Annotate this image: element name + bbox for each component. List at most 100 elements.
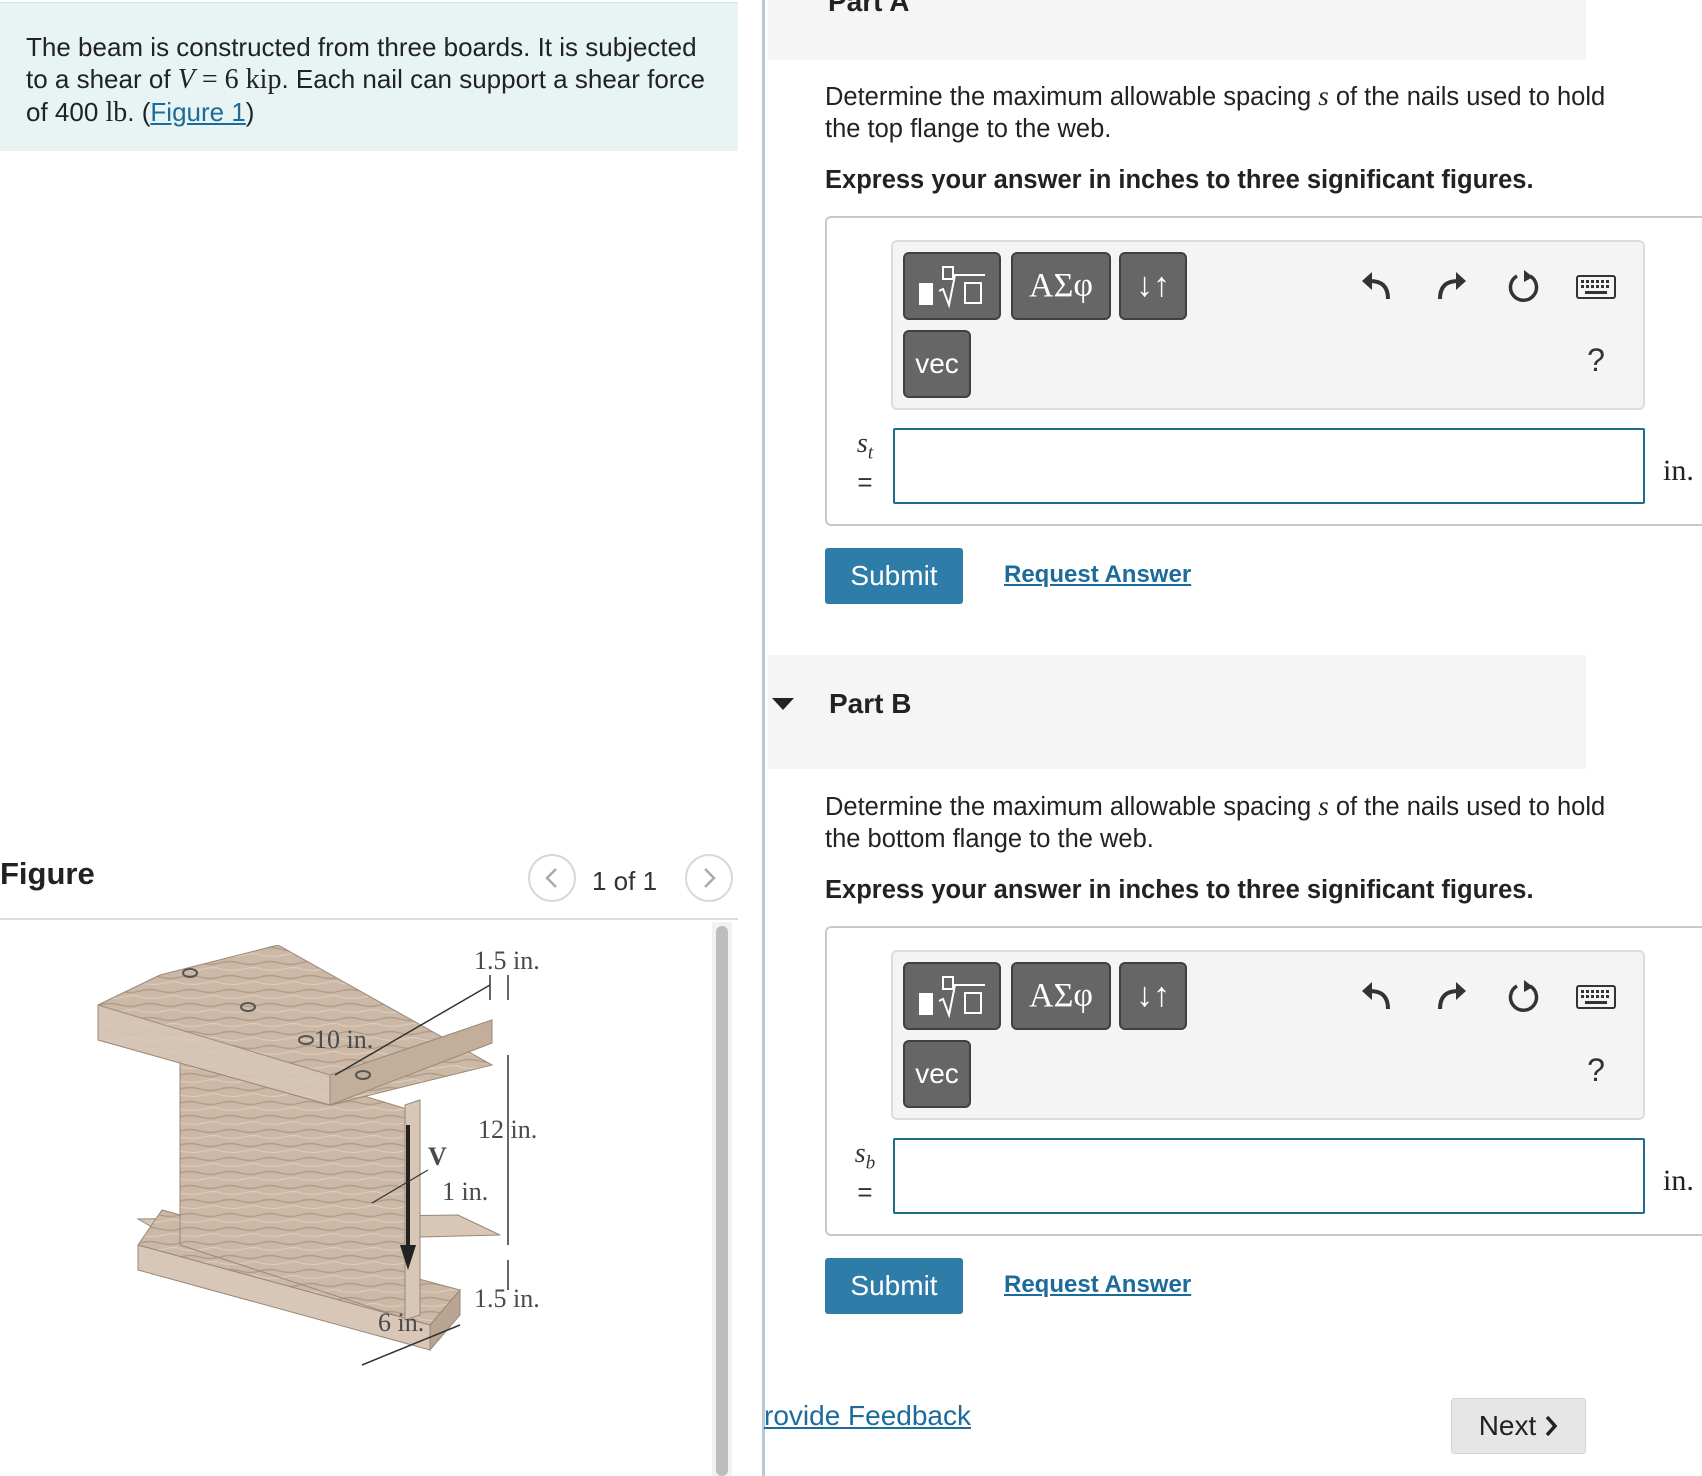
math-toolbar: ΑΣφ ↓↑ vec ? [891, 240, 1645, 410]
part-a-question: Determine the maximum allowable spacing … [825, 80, 1625, 145]
part-b-instruction: Express your answer in inches to three s… [825, 876, 1534, 904]
keyboard-icon [1576, 275, 1616, 299]
greek-symbols-button[interactable]: ΑΣφ [1011, 252, 1111, 320]
bottom-flange-side [429, 1288, 461, 1352]
problem-text-part: . Each nail can support a shear force of… [26, 64, 705, 127]
variable-symbol: st [856, 428, 874, 464]
problem-text: The beam is constructed from three board… [26, 31, 716, 129]
beam-figure: 1.5 in. 10 in. 12 in. V 1 in. 1.5 in. 6 … [97, 945, 540, 1366]
part-a-instruction: Express your answer in inches to three s… [825, 166, 1534, 194]
left-panel: The beam is constructed from three board… [0, 0, 738, 1476]
fraction-sqrt-button[interactable] [903, 962, 1001, 1030]
question-text: Determine the maximum allowable spacing [825, 793, 1319, 821]
flange-width-dim [334, 984, 491, 1076]
question-text: Determine the maximum allowable spacing [825, 83, 1319, 111]
undo-icon [1362, 982, 1390, 1010]
help-button[interactable]: ? [1587, 342, 1605, 378]
undo-button[interactable] [1353, 974, 1399, 1020]
part-a-header: Part A [768, 0, 1586, 60]
next-button-label: Next [1478, 1410, 1537, 1441]
subscript-superscript-button[interactable]: ↓↑ [1119, 252, 1187, 320]
part-a-request-answer-link[interactable]: Request Answer [1004, 561, 1192, 588]
figure-counter: 1 of 1 [592, 866, 658, 896]
variable-symbol: sb [854, 1138, 876, 1174]
chevron-right-icon [704, 868, 716, 888]
redo-icon [1438, 982, 1466, 1010]
vector-button[interactable]: vec [903, 1040, 971, 1108]
web-thickness-leader [371, 1169, 429, 1204]
spacing-variable: s [1318, 81, 1329, 111]
fraction-sqrt-icon [919, 266, 985, 309]
reset-button[interactable] [1501, 974, 1547, 1020]
fraction-sqrt-button[interactable] [903, 252, 1001, 320]
shear-value: = 6 kip [194, 64, 282, 95]
label-bottom-width: 6 in. [378, 1308, 424, 1337]
nail-hole [240, 1002, 256, 1012]
label-flange-width: 10 in. [314, 1025, 373, 1054]
keyboard-icon [1576, 985, 1616, 1009]
redo-icon [1438, 272, 1466, 300]
caret-down-icon[interactable] [771, 696, 795, 712]
part-a-answer-box: ΑΣφ ↓↑ vec ? st = in. [825, 216, 1702, 526]
question-text: of the nails used to hold the bottom fla… [825, 793, 1606, 853]
problem-text-part: ) [245, 97, 255, 127]
reset-button[interactable] [1501, 264, 1547, 310]
figure-scrollbar-thumb[interactable] [716, 926, 728, 1476]
problem-text-part: The beam is constructed from three board… [26, 32, 697, 94]
problem-text-part: . ( [127, 97, 151, 127]
shear-arrowhead [400, 1245, 416, 1270]
figure-divider [0, 918, 738, 920]
part-a-answer-input[interactable] [893, 428, 1645, 504]
reset-icon [1508, 270, 1539, 302]
keyboard-button[interactable] [1573, 974, 1619, 1020]
top-flange-side [97, 1004, 331, 1106]
nail-hole [182, 968, 198, 978]
vector-button[interactable]: vec [903, 330, 971, 398]
provide-feedback-link[interactable]: rovide Feedback [764, 1400, 972, 1431]
reset-icon [1508, 980, 1539, 1012]
next-button[interactable]: Next [1451, 1398, 1586, 1454]
part-a-submit-button[interactable]: Submit [825, 548, 963, 604]
math-toolbar: ΑΣφ ↓↑ vec ? [891, 950, 1645, 1120]
help-button[interactable]: ? [1587, 1052, 1605, 1088]
answer-variable-label: sb = [847, 1138, 883, 1208]
bottom-width-dim [361, 1324, 461, 1366]
equals-sign: = [857, 466, 873, 497]
part-b-answer-input[interactable] [893, 1138, 1645, 1214]
subscript-superscript-button[interactable]: ↓↑ [1119, 962, 1187, 1030]
next-figure-button[interactable] [685, 854, 733, 902]
question-text: of the nails used to hold the top flange… [825, 83, 1606, 143]
answer-unit: in. [1663, 454, 1694, 487]
label-web-height: 12 in. [478, 1115, 537, 1144]
part-b-title: Part B [829, 688, 912, 719]
figure-title: Figure [0, 856, 95, 891]
nail-hole [298, 1035, 314, 1045]
figure-link[interactable]: Figure 1 [150, 97, 246, 127]
answer-variable-label: st = [847, 428, 883, 498]
answer-unit: in. [1663, 1164, 1694, 1197]
undo-button[interactable] [1353, 264, 1399, 310]
problem-statement-box: The beam is constructed from three board… [0, 2, 738, 151]
force-unit: lb [105, 97, 128, 128]
undo-icon [1362, 272, 1390, 300]
redo-button[interactable] [1429, 974, 1475, 1020]
label-shear: V [428, 1142, 447, 1171]
shear-variable: V [177, 64, 195, 95]
part-b-submit-button[interactable]: Submit [825, 1258, 963, 1314]
previous-figure-button[interactable] [528, 854, 576, 902]
spacing-variable: s [1318, 791, 1329, 821]
greek-symbols-button[interactable]: ΑΣφ [1011, 962, 1111, 1030]
redo-button[interactable] [1429, 264, 1475, 310]
part-a-title: Part A [828, 0, 910, 17]
chevron-right-icon [1545, 1415, 1558, 1437]
part-b-answer-box: ΑΣφ ↓↑ vec ? sb = in. [825, 926, 1702, 1236]
part-b-request-answer-link[interactable]: Request Answer [1004, 1271, 1192, 1298]
equals-sign: = [857, 1176, 873, 1207]
part-b-question: Determine the maximum allowable spacing … [825, 790, 1625, 855]
keyboard-button[interactable] [1573, 264, 1619, 310]
part-b-header [768, 655, 1586, 769]
label-bottom-thickness: 1.5 in. [474, 1284, 540, 1313]
panel-divider [762, 0, 765, 1476]
chevron-left-icon [545, 868, 557, 888]
fraction-sqrt-icon [919, 976, 985, 1019]
